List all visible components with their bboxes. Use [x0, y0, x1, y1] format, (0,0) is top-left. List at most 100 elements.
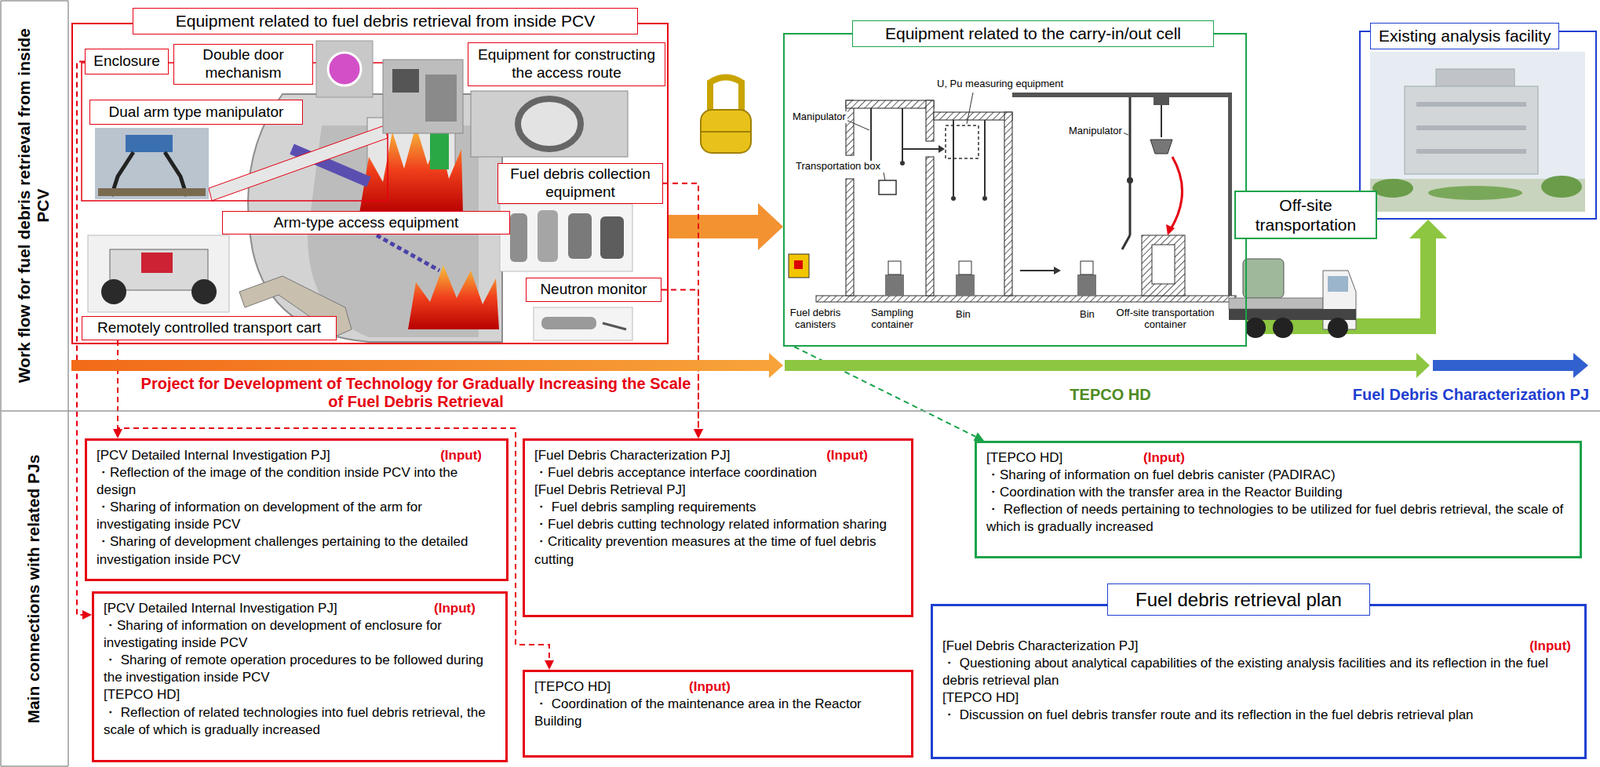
- box-text: Remotely controlled transport cart: [97, 319, 321, 338]
- cell-illustration: [938, 145, 945, 154]
- canister: [700, 77, 751, 154]
- neutron-monitor-photo: [533, 307, 633, 341]
- collection-tools-photo: [537, 210, 558, 263]
- collection-tools-photo: [568, 213, 592, 259]
- connector-line: [668, 215, 759, 239]
- access-route-photo: [382, 59, 463, 134]
- cell-illustration: [1077, 274, 1097, 296]
- cell-illustration: [885, 274, 904, 296]
- cell-illustration: [816, 295, 1236, 303]
- cell-illustration: [1170, 156, 1183, 230]
- truck: [1228, 258, 1356, 339]
- facility-photo: [1372, 178, 1414, 198]
- cell-illustration: [870, 108, 872, 161]
- box-text: ・ Discussion on fuel debris transfer rou…: [942, 707, 1575, 725]
- cell-illustration: [1228, 92, 1232, 296]
- transport-cart-photo: [109, 249, 208, 291]
- truck: [1327, 276, 1349, 292]
- access-route-photo: [470, 91, 628, 157]
- label-box: Fuel debris collection equipment: [497, 163, 664, 205]
- box-text: ・Criticality prevention measures at the …: [534, 533, 902, 569]
- cell-illustration: [951, 196, 956, 201]
- cell-illustration: [925, 100, 934, 142]
- connector: [668, 203, 784, 251]
- band-title: Work flow for fuel debris retrieval from…: [14, 9, 53, 402]
- info-box: [PCV Detailed Internal Investigation PJ]…: [84, 438, 509, 582]
- cell-illustration: [844, 119, 870, 131]
- arrow-head: [758, 203, 784, 251]
- truck: [1245, 317, 1266, 339]
- facility-photo: [1416, 149, 1527, 154]
- cell-illustration: [958, 261, 972, 275]
- connector: [663, 183, 704, 439]
- arrow-head: [693, 429, 704, 439]
- cell-illustration: [788, 92, 1236, 303]
- input-tag: (Input): [826, 447, 868, 465]
- dual-arm-photo: [94, 127, 209, 200]
- part-label: Bin: [1078, 309, 1097, 321]
- truck: [1228, 298, 1324, 310]
- cell-illustration: [955, 274, 975, 296]
- cell-illustration: [982, 196, 988, 201]
- cell-illustration: [925, 156, 934, 296]
- double-door-photo: [316, 40, 373, 98]
- box-title: Equipment related to fuel debris retriev…: [132, 7, 638, 35]
- collection-tools-photo: [499, 204, 633, 272]
- cell-illustration: [952, 120, 955, 197]
- box-text: Neutron monitor: [539, 280, 647, 299]
- input-tag: (Input): [1529, 637, 1571, 656]
- pcv-illustration: [376, 235, 440, 271]
- label-box: Double door mechanism: [173, 43, 314, 85]
- cell-illustration: [1151, 244, 1175, 285]
- region-box: Equipment related to fuel debris retriev…: [71, 22, 669, 345]
- cell-illustration: [1004, 112, 1013, 296]
- label-box: Neutron monitor: [525, 277, 662, 303]
- project-heading: [TEPCO HD]: [986, 449, 1571, 467]
- cell-illustration: [933, 112, 1013, 121]
- dual-arm-photo: [94, 127, 209, 200]
- cell-illustration: [888, 261, 901, 275]
- input-tag: (Input): [440, 447, 482, 465]
- cell-illustration: [902, 148, 941, 150]
- project-heading: [PCV Detailed Internal Investigation PJ]: [96, 447, 497, 465]
- workflow-bar: [71, 353, 1589, 379]
- facility-photo: [1435, 69, 1515, 88]
- frame-lines: [67, 0, 70, 767]
- cell-illustration: [845, 100, 934, 109]
- project-heading: [Fuel Debris Retrieval PJ]: [534, 481, 902, 500]
- cell-illustration: [1012, 92, 1232, 98]
- box-text: ・Sharing of information on development o…: [103, 617, 496, 653]
- neutron-monitor-photo: [541, 317, 597, 330]
- flow-label: Fuel Debris Characterization PJ: [1275, 386, 1590, 405]
- transport-cart-photo: [87, 235, 230, 313]
- box-title: Existing analysis facility: [1370, 22, 1560, 50]
- cell-illustration: [1126, 177, 1134, 184]
- label-box: Off-site transportation: [1234, 190, 1378, 240]
- canister: [700, 131, 751, 133]
- transport-cart-photo: [191, 279, 217, 305]
- cell-illustration: [1080, 261, 1094, 275]
- box-text: Arm-type access equipment: [273, 214, 460, 233]
- dual-arm-photo: [98, 188, 206, 197]
- project-heading: [TEPCO HD]: [103, 686, 496, 704]
- label-box: Enclosure: [84, 48, 169, 75]
- transport-cart-photo: [87, 235, 230, 313]
- box-text: Equipment for constructing the access ro…: [472, 46, 661, 83]
- flow-label: TEPCO HD: [1047, 386, 1174, 405]
- box-text: Fuel debris collection equipment: [502, 165, 659, 202]
- part-label: U, Pu measuring equipment: [935, 78, 1065, 91]
- cell-illustration: [901, 108, 904, 161]
- frame-lines: [0, 410, 1600, 412]
- canister: [700, 109, 751, 154]
- collection-tools-photo: [600, 216, 624, 259]
- cell-illustration: [1166, 224, 1175, 236]
- neutron-monitor-photo: [602, 323, 627, 330]
- box-title: Fuel debris retrieval plan: [1107, 583, 1371, 616]
- cell-illustration: [788, 254, 810, 278]
- cell-illustration: [1150, 139, 1173, 154]
- cell-illustration: [883, 172, 886, 181]
- facility-photo: [1416, 102, 1527, 107]
- cell-illustration: [1129, 97, 1132, 236]
- box-text: ・ Reflection of needs pertaining to tech…: [986, 501, 1571, 536]
